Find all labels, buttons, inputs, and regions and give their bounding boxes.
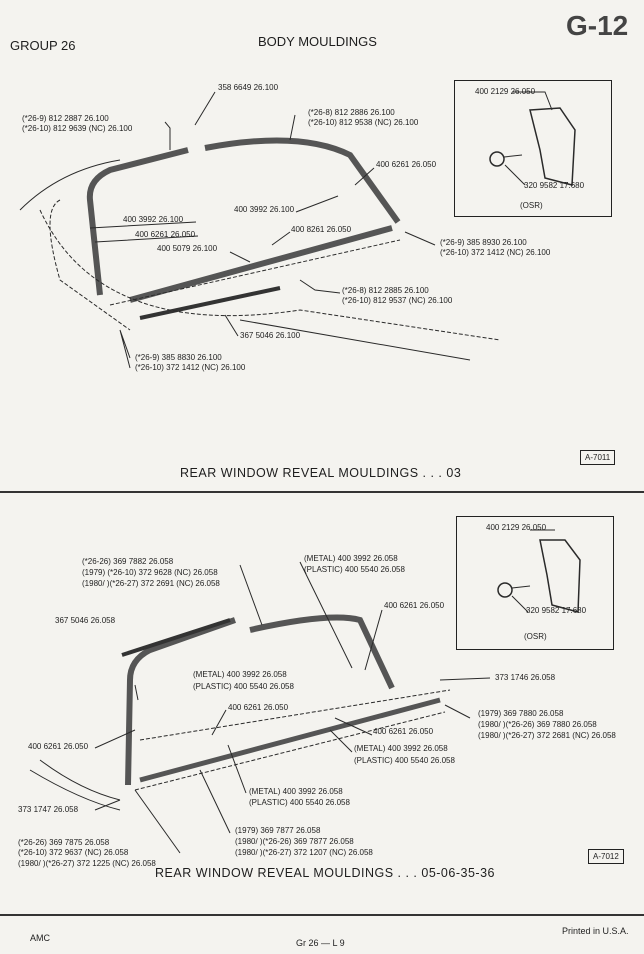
part-label: (*26-10) 372 9637 (NC) 26.058: [18, 848, 129, 857]
footer-brand: AMC: [30, 933, 50, 943]
lower-moulding-b: [139, 697, 441, 783]
part-label: (*26-9) 385 8930 26.100: [440, 238, 527, 247]
part-label: 373 1746 26.058: [495, 673, 556, 682]
part-label: (*26-10) 372 1412 (NC) 26.100: [135, 363, 246, 372]
section-caption-top: REAR WINDOW REVEAL MOULDINGS . . . 03: [180, 466, 462, 480]
part-label: 400 6261 26.050: [28, 742, 89, 751]
figure-id-top: A-7011: [580, 450, 616, 465]
part-label: (METAL) 400 3992 26.058: [304, 554, 398, 563]
section-divider: [0, 491, 644, 493]
part-label: (METAL) 400 3992 26.058: [249, 787, 343, 796]
part-label: (*26-10) 812 9639 (NC) 26.100: [22, 124, 133, 133]
part-label: 400 6261 26.050: [384, 601, 445, 610]
weatherstrip: [139, 286, 281, 320]
part-label: (1980/ )(*26-27) 372 1225 (NC) 26.058: [18, 859, 156, 868]
weatherstrip-b: [121, 618, 231, 657]
part-label: (PLASTIC) 400 5540 26.058: [354, 756, 455, 765]
part-label: 400 3992 26.100: [123, 215, 184, 224]
part-label: (1979) (*26-10) 372 9628 (NC) 26.058: [82, 568, 218, 577]
inset-clip-label: 400 2129 26.050: [475, 87, 536, 96]
inset-clip-label: 400 2129 26.050: [486, 523, 547, 532]
part-label: 367 5046 26.100: [240, 331, 301, 340]
part-label: (*26-9) 812 2887 26.100: [22, 114, 109, 123]
clip-drawing-b: [539, 539, 581, 613]
clip-drawing: [529, 107, 576, 186]
upper-left-moulding: [86, 147, 189, 296]
part-label: (*26-26) 369 7882 26.058: [82, 557, 174, 566]
part-label: (1980/ )(*26-27) 372 2681 (NC) 26.058: [478, 731, 616, 740]
part-label: 400 6261 26.050: [373, 727, 434, 736]
part-label: (*26-10) 812 9538 (NC) 26.100: [308, 118, 419, 127]
part-label: 400 5079 26.100: [157, 244, 218, 253]
top-inset-box: [454, 80, 612, 217]
part-label: (*26-8) 812 2885 26.100: [342, 286, 429, 295]
group-label: GROUP 26: [10, 38, 76, 53]
inset-screw-label: 320 9582 17.680: [524, 181, 585, 190]
page-title: BODY MOULDINGS: [258, 34, 377, 49]
part-label: 400 8261 26.050: [291, 225, 352, 234]
bottom-inset-box: [456, 516, 614, 650]
lower-moulding: [129, 225, 393, 303]
part-label: (1980/ )(*26-26) 369 7877 26.058: [235, 837, 354, 846]
part-label: (PLASTIC) 400 5540 26.058: [249, 798, 350, 807]
part-label: (PLASTIC) 400 5540 26.058: [193, 682, 294, 691]
part-label: (*26-9) 385 8830 26.100: [135, 353, 222, 362]
figure-id-bottom: A-7012: [588, 849, 624, 864]
part-label: (1979) 369 7880 26.058: [478, 709, 564, 718]
part-label: 358 6649 26.100: [218, 83, 279, 92]
page-code: G-12: [566, 10, 629, 41]
part-label: (METAL) 400 3992 26.058: [193, 670, 287, 679]
part-label: 400 6261 26.050: [228, 703, 289, 712]
inset-screw-label: 320 9582 17.680: [526, 606, 587, 615]
screw-drawing-b: [497, 582, 513, 598]
footer-printed: Printed in U.S.A.: [562, 926, 629, 936]
upper-right-moulding: [204, 137, 401, 224]
part-label: (*26-10) 372 1412 (NC) 26.100: [440, 248, 551, 257]
part-label: (1979) 369 7877 26.058: [235, 826, 321, 835]
part-label: (1980/ )(*26-27) 372 1207 (NC) 26.058: [235, 848, 373, 857]
part-label: 373 1747 26.058: [18, 805, 79, 814]
part-label: (*26-26) 369 7875 26.058: [18, 838, 110, 847]
inset-note: (OSR): [520, 201, 543, 210]
part-label: 400 6261 26.050: [376, 160, 437, 169]
part-label: (1980/ )(*26-26) 369 7880 26.058: [478, 720, 597, 729]
footer-page: Gr 26 — L 9: [296, 938, 345, 948]
part-label: (*26-8) 812 2886 26.100: [308, 108, 395, 117]
inset-note: (OSR): [524, 632, 547, 641]
part-label: (PLASTIC) 400 5540 26.058: [304, 565, 405, 574]
part-label: (METAL) 400 3992 26.058: [354, 744, 448, 753]
section-divider: [0, 914, 644, 916]
part-label: 400 3992 26.100: [234, 205, 295, 214]
section-caption-bottom: REAR WINDOW REVEAL MOULDINGS . . . 05-06…: [155, 866, 495, 880]
part-label: (1980/ )(*26-27) 372 2691 (NC) 26.058: [82, 579, 220, 588]
upper-moulding-b: [249, 614, 395, 690]
part-label: 400 6261 26.050: [135, 230, 196, 239]
part-label: (*26-10) 812 9537 (NC) 26.100: [342, 296, 453, 305]
screw-drawing: [489, 151, 505, 167]
left-pillar-moulding: [125, 617, 236, 786]
part-label: 367 5046 26.058: [55, 616, 116, 625]
